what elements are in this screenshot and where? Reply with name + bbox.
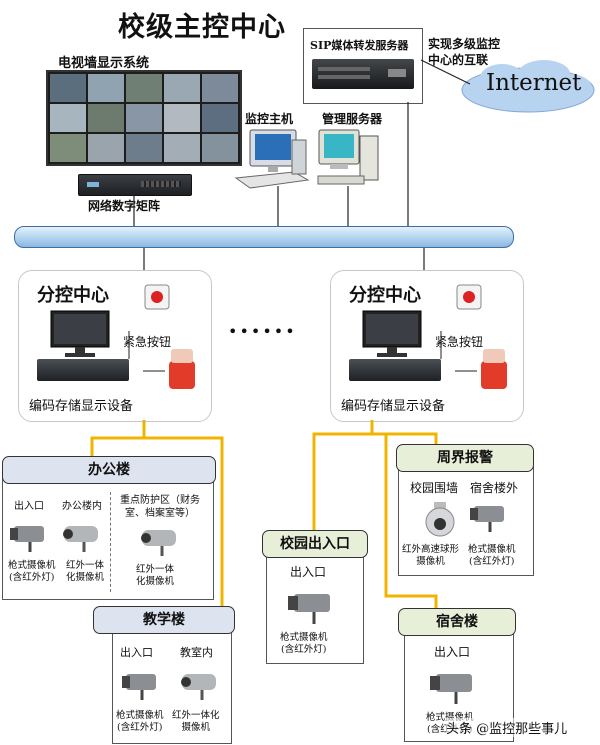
sip-server-label: SIP媒体转发服务器 [310,39,409,52]
emergency-button-label: 紧急按钮 [123,335,172,349]
bullet-camera-icon [122,674,156,700]
camera-label: 红外一体 化摄像机 [136,564,175,587]
teaching-col-label: 出入口 [120,646,153,659]
perimeter-col-label: 宿舍楼外 [470,481,519,495]
alarm-siren-icon [169,349,195,389]
monitor-host-icon [234,129,310,189]
teaching-building-header: 教学楼 [93,606,235,634]
perimeter-col-label: 校园围墙 [410,481,459,495]
ir-camera-icon [181,674,216,700]
encoder-device-icon [37,359,129,381]
top-links [133,59,471,270]
internet-label: Internet [486,70,582,96]
ir-camera-icon [141,530,176,556]
more-sub-centers-ellipsis: •••••• [228,322,297,341]
bullet-camera-icon [10,526,44,552]
tv-wall-label: 电视墙显示系统 [58,56,150,71]
emergency-button-icon [144,284,170,310]
perimeter-panel [398,466,534,576]
sip-server-rack-icon [312,59,414,89]
monitor-host-label: 监控主机 [245,112,294,126]
divider [110,492,112,592]
page-title: 校级主控中心 [118,12,286,43]
network-matrix-device [78,174,192,196]
camera-label: 枪式摄像机 (含红外灯) [468,544,516,567]
encoder-device-label: 编码存储显示设备 [29,399,134,414]
dorm-header: 宿舍楼 [398,608,516,636]
mgmt-server-icon [317,129,379,185]
camera-label: 红外高速球形 摄像机 [402,544,460,567]
bullet-camera-icon [470,506,504,532]
emergency-button-label: 紧急按钮 [435,335,484,349]
dome-camera-icon [425,502,455,537]
camera-label: 枪式摄像机 (含红外灯) [116,710,164,733]
tv-wall-image [46,70,242,166]
mgmt-server-label: 管理服务器 [322,112,383,126]
camera-label: 枪式摄像机 (含红外灯) [280,632,328,655]
monitor-icon [50,310,110,357]
monitor-icon [362,310,422,357]
bullet-camera-icon [430,674,472,704]
alarm-siren-icon [481,349,507,389]
teaching-col-label: 教室内 [180,646,213,659]
sub-center-title: 分控中心 [37,285,109,306]
encoder-device-icon [349,359,441,381]
ir-camera-icon [63,526,98,552]
office-building-header: 办公楼 [2,456,216,484]
sub-center-title: 分控中心 [349,285,421,306]
camera-label: 红外一体 化摄像机 [66,560,105,583]
campus-gate-header: 校园出入口 [262,530,368,558]
emergency-button-icon [456,284,482,310]
bullet-camera-icon [288,594,330,624]
camera-label: 枪式摄像机 (含红外灯) [8,560,56,583]
internet-cloud-icon [461,60,595,113]
matrix-label: 网络数字矩阵 [88,199,161,213]
office-col-label: 出入口 [14,501,44,512]
perimeter-header: 周界报警 [396,444,534,472]
sip-server-box: SIP媒体转发服务器 [303,28,423,104]
gate-label: 出入口 [290,565,327,579]
camera-label: 红外一体化 摄像机 [172,710,220,733]
office-col-label: 办公楼内 [62,501,102,512]
dorm-label: 出入口 [434,645,471,659]
sub-center-right: 分控中心 紧急按钮 编码存储显示设备 [330,270,524,422]
watermark: 头条 @监控那些事儿 [446,718,568,737]
sub-center-left: 分控中心 紧急按钮 编码存储显示设备 [18,270,212,422]
network-bus [14,226,514,248]
encoder-device-label: 编码存储显示设备 [341,399,446,414]
office-col-label: 重点防护区（财务 室、档案室等） [120,495,200,519]
internet-note: 实现多级监控中心的互联 [428,37,501,67]
